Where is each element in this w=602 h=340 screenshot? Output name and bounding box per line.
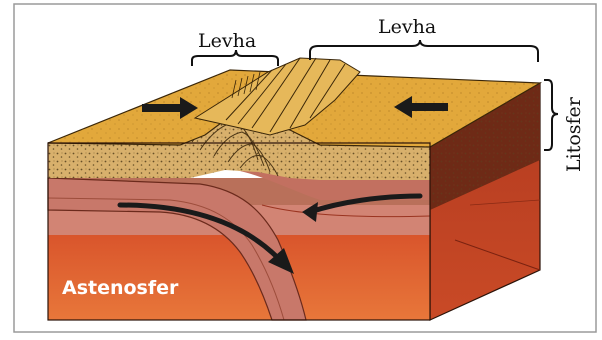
plate-right-brace	[310, 40, 538, 62]
plate-left-label: Levha	[198, 30, 256, 52]
asthenosphere-label: Astenosfer	[62, 277, 179, 299]
lithosphere-label: Litosfer	[563, 96, 585, 172]
plate-right-label: Levha	[378, 16, 436, 38]
lithosphere-brace	[544, 80, 558, 150]
plate-left-brace	[192, 50, 278, 66]
